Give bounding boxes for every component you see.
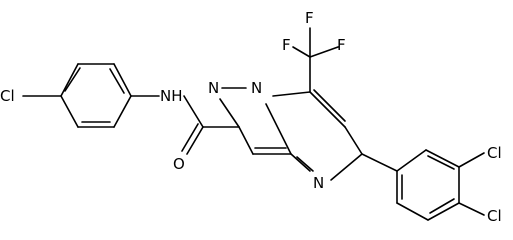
bond	[290, 153, 311, 172]
bond	[109, 68, 125, 94]
bond	[60, 95, 79, 128]
bonds	[22, 27, 485, 221]
atom-nh: NH	[160, 87, 183, 105]
bond	[309, 46, 339, 58]
bond	[113, 63, 132, 97]
atom-o: O	[173, 155, 185, 173]
atom-n1: N	[208, 79, 219, 97]
bond	[330, 153, 363, 181]
bond	[265, 103, 292, 155]
bond	[361, 153, 398, 172]
bond	[219, 98, 240, 128]
atom-cl-meta: Cl	[487, 144, 502, 162]
bond	[309, 91, 346, 128]
bond	[425, 149, 460, 168]
bond	[458, 152, 485, 168]
atom-labels: Cl NH O N N N F F F Cl Cl	[0, 9, 502, 225]
bond	[427, 202, 460, 221]
bond	[313, 89, 346, 122]
bond	[64, 67, 81, 92]
bond	[186, 126, 204, 155]
atom-f-left: F	[282, 36, 291, 54]
bond	[396, 149, 427, 172]
bond	[181, 123, 199, 152]
bond	[427, 155, 455, 170]
bond	[238, 126, 254, 155]
atom-n4: N	[313, 174, 324, 192]
bond	[183, 95, 204, 128]
bond	[458, 202, 485, 216]
atom-f-right: F	[337, 36, 346, 54]
bond	[344, 126, 363, 155]
atom-n7a: N	[251, 79, 262, 97]
bond	[396, 202, 429, 221]
atom-cl-para: Cl	[487, 207, 502, 225]
bond	[429, 198, 455, 214]
atom-f-top: F	[305, 9, 314, 27]
bond	[272, 91, 311, 97]
bond	[113, 95, 132, 128]
bond	[292, 46, 311, 58]
bond	[296, 156, 314, 172]
atom-cl-left: Cl	[0, 87, 15, 105]
bond	[60, 63, 79, 97]
